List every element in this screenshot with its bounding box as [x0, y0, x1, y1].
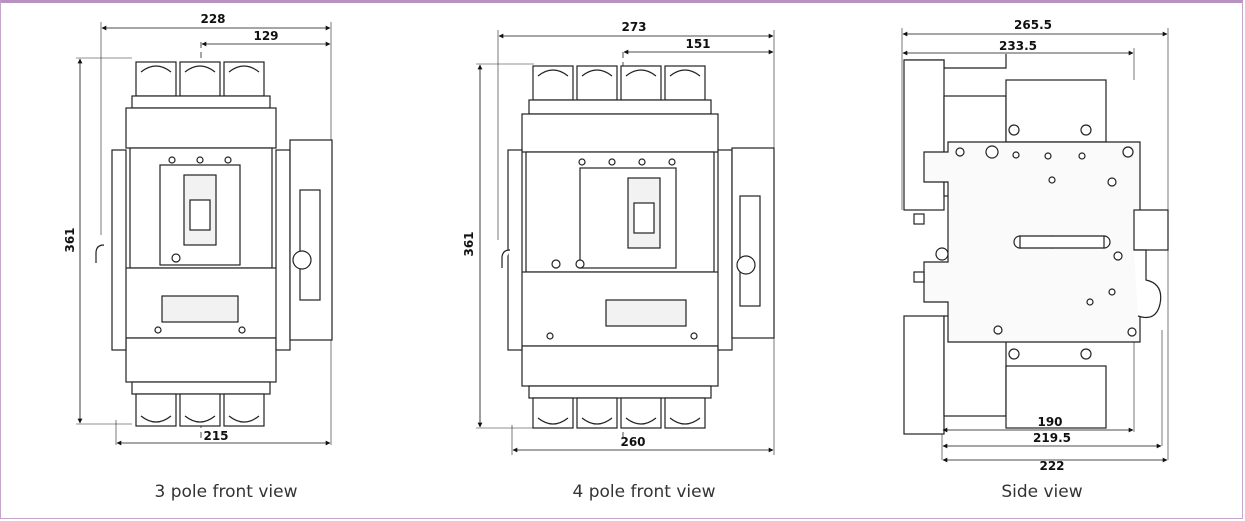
- dim-4p-bottom-width: 260: [620, 435, 645, 449]
- dim-3p-bottom-width: 215: [203, 429, 228, 443]
- dim-side-bottom-a: 190: [1037, 415, 1062, 429]
- side-view: [901, 28, 1169, 463]
- caption-4-pole: 4 pole front view: [572, 482, 716, 502]
- four-pole-front-view: [476, 30, 775, 455]
- dim-side-top-inner: 233.5: [999, 39, 1037, 53]
- dim-3p-height: 361: [63, 227, 77, 252]
- dim-4p-height: 361: [462, 231, 476, 256]
- dim-side-bottom-b: 219.5: [1033, 431, 1071, 445]
- caption-side: Side view: [1001, 482, 1083, 502]
- dim-side-bottom-c: 222: [1039, 459, 1064, 473]
- dim-4p-top-half: 151: [685, 37, 710, 51]
- dim-3p-top-width: 228: [200, 12, 225, 26]
- caption-3-pole: 3 pole front view: [154, 482, 298, 502]
- dim-side-top-width: 265.5: [1014, 18, 1052, 32]
- dim-3p-top-half: 129: [253, 29, 278, 43]
- three-pole-front-view: [76, 22, 333, 446]
- dim-4p-top-width: 273: [621, 20, 646, 34]
